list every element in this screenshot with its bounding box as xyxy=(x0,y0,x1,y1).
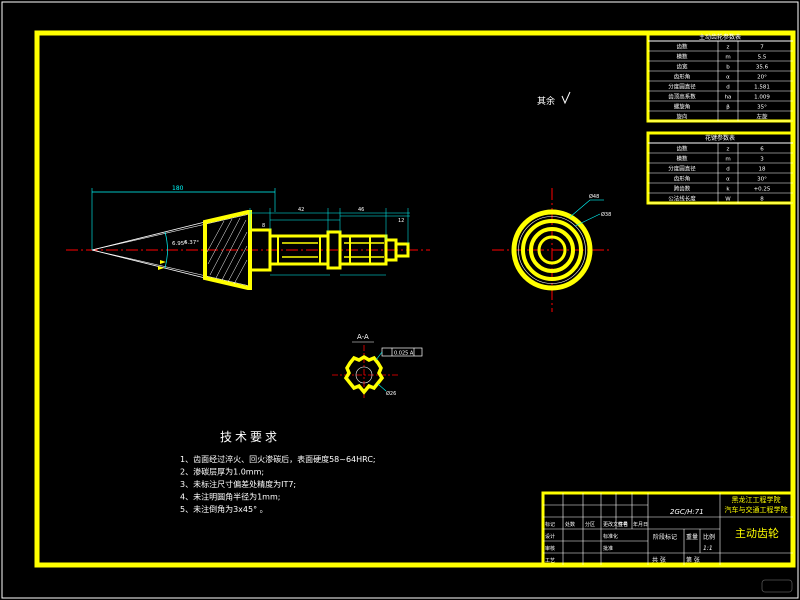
param-1-row-symbol: β xyxy=(726,105,730,111)
drawing-title: 主动齿轮 xyxy=(735,526,779,540)
param-1-row-name: 齿数 xyxy=(676,43,688,51)
dim-phi-small: Ø26 xyxy=(386,390,396,397)
title-block-col-label: 分区 xyxy=(585,521,595,528)
weight-label: 重量 xyxy=(686,533,698,541)
dim-phi-outer: Ø48 xyxy=(589,193,599,200)
param-1-row-name: 齿顶高系数 xyxy=(668,93,696,101)
tech-req-heading: 技术要求 xyxy=(220,430,280,444)
param-1-row-symbol: z xyxy=(727,45,730,51)
tech-requirements: 技术要求 1、齿面经过淬火、回火渗碳后，表面硬度58~64HRC; 2、渗碳层厚为… xyxy=(180,430,376,514)
scale-value: 1:1 xyxy=(703,545,713,552)
param-1-row-value: 7 xyxy=(760,45,764,51)
dim-phi-inner: Ø38 xyxy=(601,211,611,218)
roughness-symbol-icon xyxy=(561,91,571,105)
param-2-row-symbol: k xyxy=(726,187,730,193)
title-block-row-label: 设计 xyxy=(545,533,555,540)
param-1-row-symbol: d xyxy=(726,85,730,91)
param-1-row-symbol: m xyxy=(725,55,730,61)
param-table-2: 花键参数表 齿数 z 6 模数 m 3 分度圆直径 d 18 齿形角 α 30° 跨齿数 k +0.25 公法… xyxy=(646,131,795,205)
param-1-row-value: 35° xyxy=(757,105,767,111)
svg-text:8: 8 xyxy=(262,223,265,229)
param-1-row-name: 齿宽 xyxy=(676,63,688,71)
param-2-row-value: 18 xyxy=(759,167,766,173)
shaft-side-view: 180 6.95° 6.37° xyxy=(66,185,430,290)
title-block-col-label: 年月日 xyxy=(633,521,648,528)
sheet-label-2: 第 张 xyxy=(686,556,700,564)
param-1-row-value: 左旋 xyxy=(756,113,768,121)
section-a-a: A-A 0.025 A Ø26 xyxy=(332,333,423,398)
title-block-mid-label: 批准 xyxy=(603,545,613,552)
section-label: A-A xyxy=(357,333,369,341)
title-block-row-label: 工艺 xyxy=(545,558,555,564)
title-block-col-label: 签名 xyxy=(618,521,628,528)
drawing-number: 2GC/H:71 xyxy=(670,508,704,516)
school-line-2: 汽车与交通工程学院 xyxy=(725,505,788,514)
school-line-1: 黑龙江工程学院 xyxy=(732,495,781,504)
param-1-row-value: 5.5 xyxy=(758,55,767,61)
param-2-row-symbol: W xyxy=(725,197,731,203)
param-2-row-name: 齿形角 xyxy=(674,175,691,183)
param-1-row-name: 螺旋角 xyxy=(674,103,691,111)
param-2-row-symbol: z xyxy=(727,147,730,153)
param-1-row-symbol: b xyxy=(726,65,730,71)
param-1-row-value: 35.6 xyxy=(756,65,769,71)
corner-logo xyxy=(761,579,793,593)
ratio-label: 比例 xyxy=(703,533,715,541)
param-1-row-symbol: ha xyxy=(725,95,732,101)
param-2-row-name: 跨齿数 xyxy=(674,185,691,193)
dim-angle-2: 6.37° xyxy=(184,240,199,246)
tolerance-box: 0.025 A xyxy=(394,351,414,357)
param-1-row-value: 1.581 xyxy=(754,85,770,91)
dim-overall-length: 180 xyxy=(172,185,184,192)
param-2-row-name: 模数 xyxy=(676,155,688,163)
param-1-row-symbol: α xyxy=(726,75,730,81)
param-2-row-symbol: α xyxy=(726,177,730,183)
param-1-row-value: 20° xyxy=(757,75,767,81)
param-table-1-title: 主动齿轮参数表 xyxy=(699,33,741,41)
param-table-2-title: 花键参数表 xyxy=(705,134,735,142)
param-2-row-value: 3 xyxy=(760,157,764,163)
param-2-row-name: 齿数 xyxy=(676,145,688,153)
svg-text:12: 12 xyxy=(398,218,404,224)
stage-label: 阶段标记 xyxy=(653,533,677,541)
title-block-col-label: 标记 xyxy=(545,521,555,528)
param-2-row-name: 公法线长度 xyxy=(668,195,696,203)
title-block-row-label: 审核 xyxy=(545,545,555,552)
drawing-border xyxy=(34,30,796,568)
tech-req-item: 1、齿面经过淬火、回火渗碳后，表面硬度58~64HRC; xyxy=(180,454,376,464)
tech-req-item: 3、未标注尺寸偏差处精度为IT7; xyxy=(180,479,296,489)
surface-note: 其余 xyxy=(537,95,555,107)
svg-text:46: 46 xyxy=(358,207,364,213)
tech-req-item: 4、未注明圆角半径为1mm; xyxy=(180,492,280,502)
tech-req-item: 5、未注倒角为3x45° 。 xyxy=(180,504,268,514)
param-2-row-value: 30° xyxy=(757,177,767,183)
param-1-row-name: 分度圆直径 xyxy=(668,83,696,91)
sheet-label: 共 张 xyxy=(652,556,666,564)
title-block-col-label: 处数 xyxy=(565,521,575,528)
svg-text:42: 42 xyxy=(298,207,304,213)
title-block: 标记 处数 分区 更改文件号签名年月日 设计审核工艺 标准化批准 2GC/H:71 黑龙… xyxy=(541,491,795,567)
title-block-col-label: 更改文件号 xyxy=(603,521,628,528)
param-1-row-name: 模数 xyxy=(676,53,688,61)
param-1-row-name: 旋向 xyxy=(676,113,687,121)
title-block-mid-label: 标准化 xyxy=(603,533,618,540)
param-2-row-value: 6 xyxy=(760,147,764,153)
shaft-end-view: Ø48 Ø38 xyxy=(492,188,612,312)
param-2-row-value: +0.25 xyxy=(754,187,771,193)
param-2-row-symbol: m xyxy=(725,157,730,163)
dim-angle-1: 6.95° xyxy=(172,241,187,247)
param-2-row-value: 8 xyxy=(760,197,764,203)
tech-req-item: 2、渗碳层厚为1.0mm; xyxy=(180,467,264,477)
param-1-row-name: 齿形角 xyxy=(674,73,691,81)
param-2-row-symbol: d xyxy=(726,167,730,173)
param-2-row-name: 分度圆直径 xyxy=(668,165,696,173)
param-table-1: 主动齿轮参数表 齿数 z 7 模数 m 5.5 齿宽 b 35.6 齿形角 α 20° 分度圆直径 d 1.… xyxy=(646,31,795,123)
param-1-row-value: 1.009 xyxy=(754,95,770,101)
